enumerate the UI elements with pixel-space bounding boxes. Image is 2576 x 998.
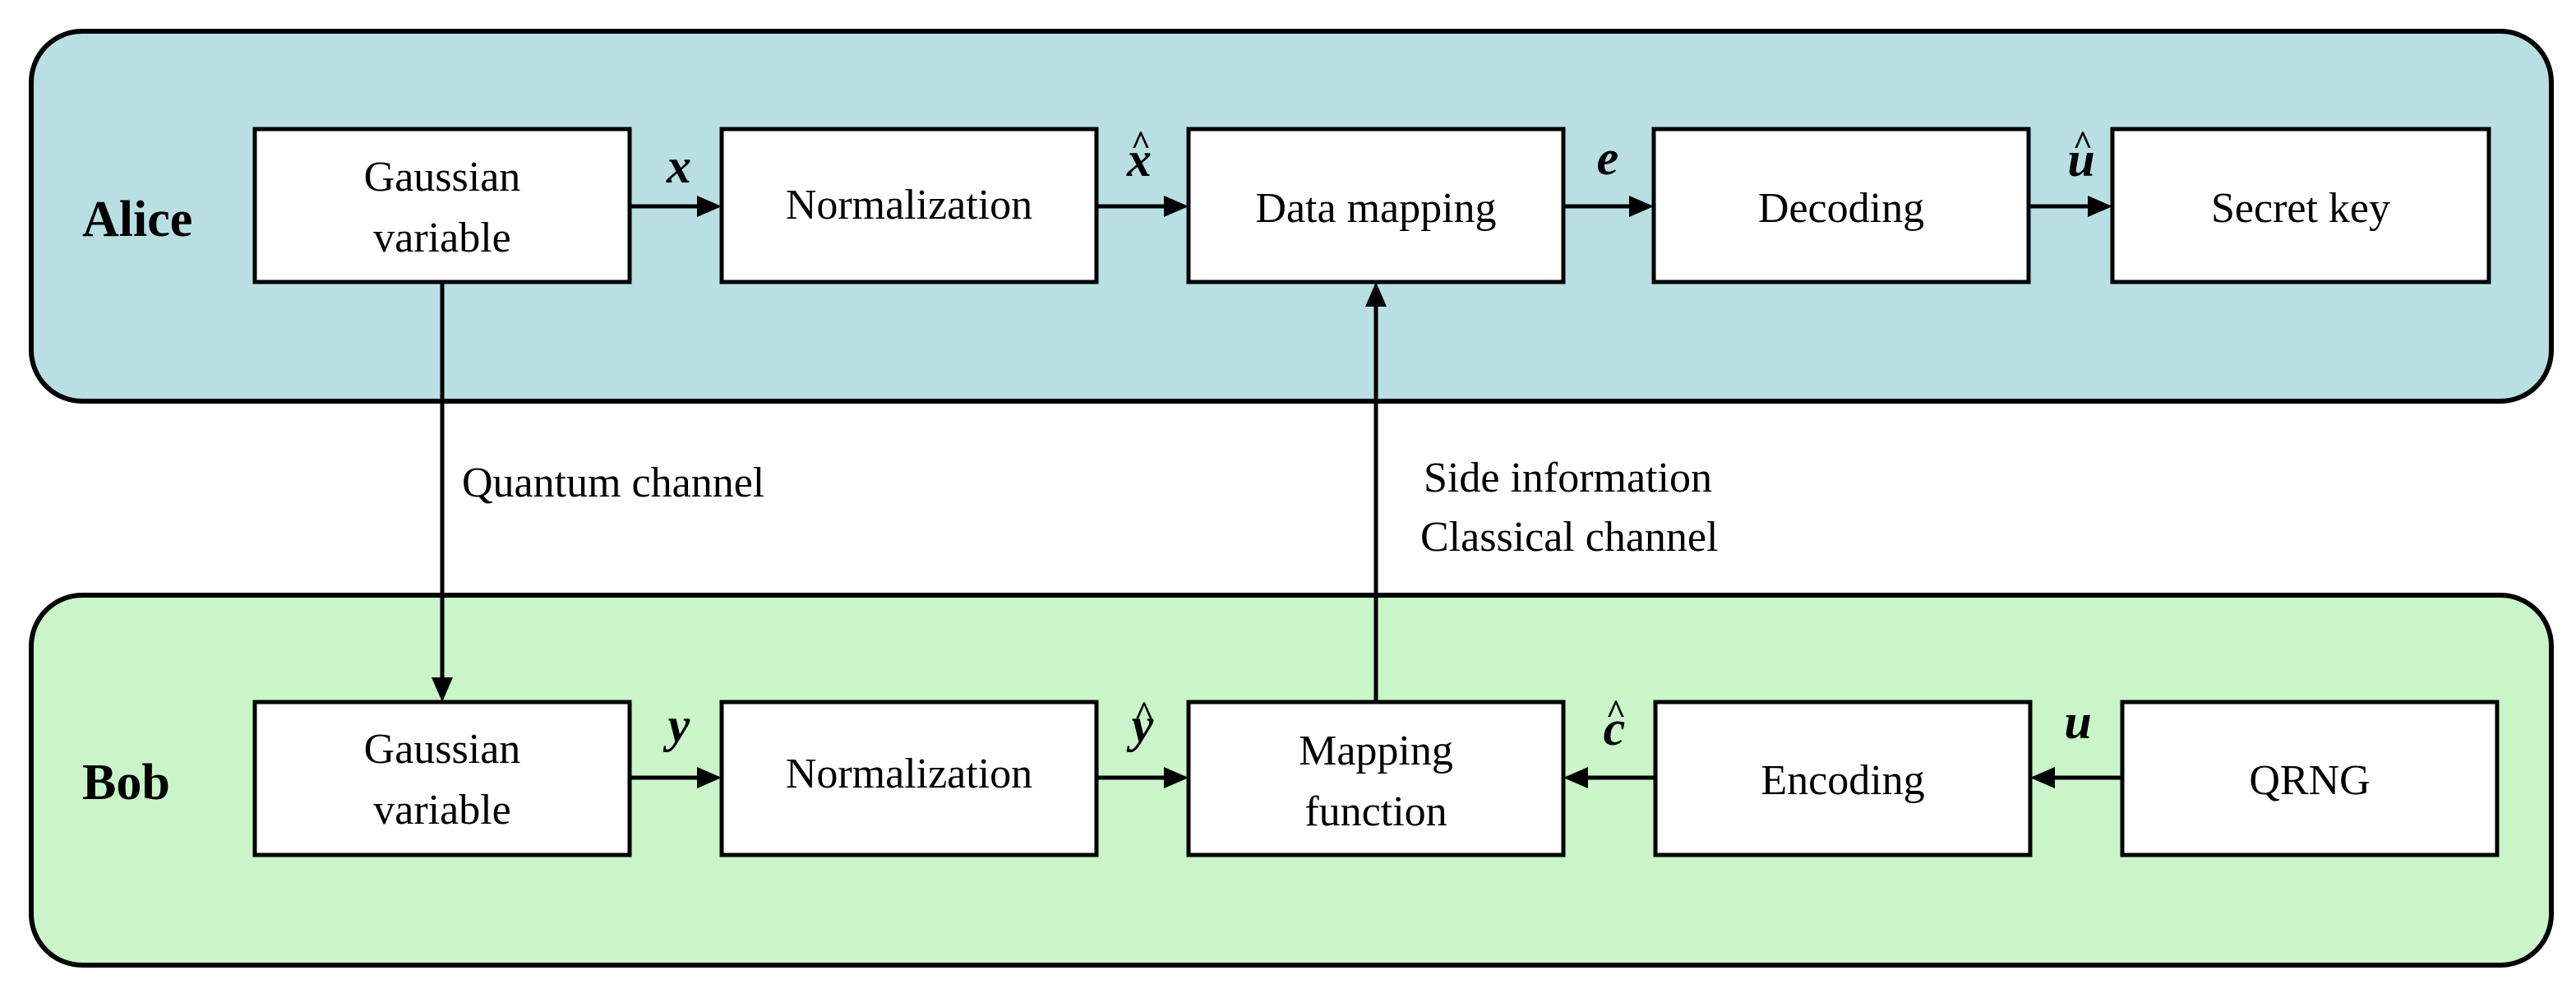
alice-label: Alice: [82, 192, 192, 247]
bob-arrow-1: [630, 767, 722, 788]
bob-signal-y: y: [663, 698, 690, 752]
side-information-label: Side information: [1424, 455, 1712, 501]
svg-text:u: u: [2067, 132, 2094, 187]
svg-text:x: x: [1126, 132, 1152, 187]
alice-gaussian-line1: Gaussian: [364, 154, 521, 201]
svg-text:e: e: [1597, 131, 1619, 185]
bob-block-normalization: Normalization: [719, 700, 1099, 857]
hat-accent: ^: [2073, 125, 2093, 163]
alice-block-normalization: Normalization: [719, 127, 1099, 284]
bob-gaussian-line2: variable: [373, 787, 510, 834]
alice-arrow-2: [1096, 196, 1189, 217]
bob-arrow-4-leftward: [2030, 767, 2122, 788]
alice-secret-key-text: Secret key: [2211, 185, 2390, 232]
alice-block-secret-key: Secret key: [2110, 127, 2491, 284]
bob-block-gaussian-variable: Gaussian variable: [252, 700, 632, 857]
svg-text:c: c: [1604, 701, 1626, 755]
bob-block-qrng: QRNG: [2120, 700, 2500, 857]
bob-label: Bob: [82, 755, 170, 811]
alice-block-data-mapping: Data mapping: [1186, 127, 1566, 284]
bob-mapping-line1: Mapping: [1299, 728, 1453, 774]
alice-signal-e: e: [1597, 131, 1619, 185]
alice-block-decoding: Decoding: [1651, 127, 2031, 284]
alice-signal-x-hat: x ^: [1126, 125, 1152, 187]
bob-encoding-text: Encoding: [1761, 757, 1924, 804]
quantum-channel-arrow: [432, 282, 453, 702]
alice-signal-u-hat: u ^: [2067, 125, 2094, 187]
alice-arrow-3: [1563, 196, 1654, 217]
bob-mapping-line2: function: [1304, 788, 1447, 835]
hat-accent: ^: [1134, 695, 1154, 733]
bob-normalization-text: Normalization: [786, 751, 1032, 797]
alice-gaussian-line2: variable: [373, 215, 510, 261]
hat-accent: ^: [1131, 125, 1151, 163]
svg-text:y: y: [1127, 698, 1154, 752]
bob-qrng-text: QRNG: [2249, 757, 2370, 804]
bob-arrow-2: [1096, 767, 1189, 788]
bob-signal-c-hat: c ^: [1604, 694, 1627, 755]
bob-block-mapping-function: Mapping function: [1186, 700, 1566, 857]
alice-block-gaussian-variable: Gaussian variable: [252, 127, 632, 284]
hat-accent: ^: [1606, 694, 1626, 732]
alice-arrow-4: [2029, 196, 2112, 217]
bob-block-encoding: Encoding: [1653, 700, 2033, 857]
alice-decoding-text: Decoding: [1758, 185, 1924, 232]
classical-channel-arrow: [1365, 282, 1387, 702]
alice-data-mapping-text: Data mapping: [1255, 185, 1496, 232]
bob-arrow-3-leftward: [1563, 767, 1655, 788]
quantum-channel-label: Quantum channel: [462, 460, 764, 506]
svg-text:y: y: [663, 698, 690, 752]
bob-signal-u: u: [2064, 695, 2091, 749]
svg-text:x: x: [666, 139, 691, 193]
svg-text:u: u: [2064, 695, 2091, 749]
bob-signal-y-hat: y ^: [1127, 695, 1155, 752]
alice-arrow-1: [630, 196, 722, 217]
alice-signal-x: x: [666, 139, 691, 193]
classical-channel-label: Classical channel: [1420, 514, 1718, 561]
alice-normalization-text: Normalization: [786, 182, 1032, 229]
bob-gaussian-line1: Gaussian: [364, 726, 521, 773]
